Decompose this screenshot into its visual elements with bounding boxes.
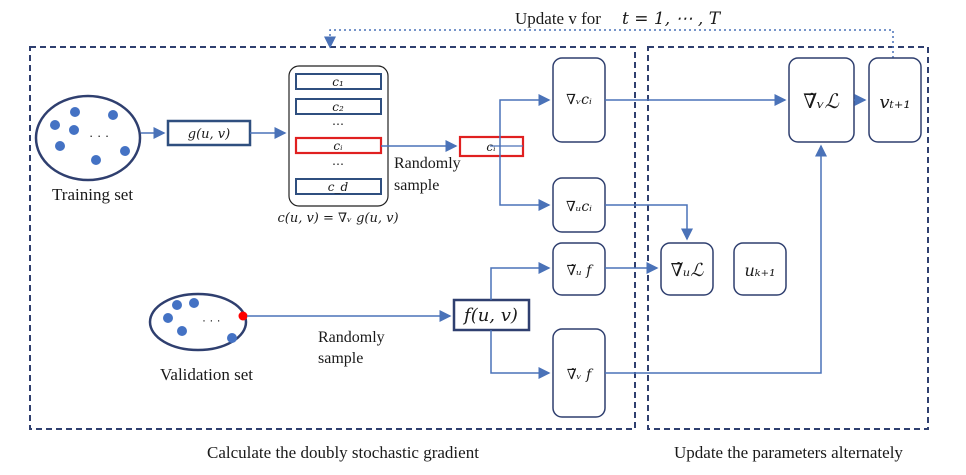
- u-next-label: uₖ₊₁: [745, 261, 776, 280]
- c2-label: c₂: [332, 100, 344, 114]
- training-set-points: [50, 107, 130, 165]
- u-next-box: [733, 242, 787, 296]
- grad-u-ci-label: ∇ᵤcᵢ: [566, 199, 592, 215]
- g-box: [166, 119, 252, 147]
- ci-label: cᵢ: [333, 139, 343, 153]
- c-ellipsis-2: ⋯: [332, 157, 344, 171]
- right-panel: [647, 46, 929, 430]
- arrow-to-grad-u-ci: [499, 146, 551, 211]
- training-point: [50, 120, 60, 130]
- validation-point: [172, 300, 182, 310]
- validation-ellipsis: · · ·: [202, 313, 221, 327]
- grad-u-f-label: ∇̃ᵤ f: [567, 263, 595, 279]
- cd-label: c_d: [328, 180, 349, 194]
- validation-point: [189, 298, 199, 308]
- training-point: [69, 125, 79, 135]
- randomly-sample-top-2: sample: [394, 177, 439, 194]
- c2-box: [295, 98, 382, 115]
- grad-u-L-label: ∇̃ᵤℒ: [671, 260, 705, 281]
- c-ellipsis-1: ⋯: [332, 117, 344, 131]
- training-point: [91, 155, 101, 165]
- c1-label: c₁: [332, 75, 344, 89]
- grad-v-L-label: ∇̃ᵥℒ: [803, 89, 839, 113]
- validation-set-label: Validation set: [160, 365, 253, 384]
- randomly-sample-top-1: Randomly: [394, 155, 461, 172]
- v-next-box: [868, 57, 922, 143]
- f-box-label: f(u, v): [462, 305, 518, 326]
- left-panel-caption: Calculate the doubly stochastic gradient: [207, 443, 479, 462]
- grad-u-L-box: [660, 242, 714, 296]
- validation-sample-point: [238, 311, 248, 321]
- training-ellipsis: · · ·: [89, 128, 109, 143]
- c-stack-caption: c(u, v) = ∇ᵥ g(u, v): [277, 211, 398, 226]
- training-point: [70, 107, 80, 117]
- training-point: [55, 141, 65, 151]
- v-next-label: vₜ₊₁: [879, 92, 910, 113]
- training-point: [120, 146, 130, 156]
- validation-point: [163, 313, 173, 323]
- training-set-label: Training set: [52, 185, 133, 204]
- cd-box: [295, 178, 382, 195]
- arrow-grad-u-ci-to-grad-u-L: [605, 204, 693, 241]
- validation-set-points: [163, 298, 237, 343]
- validation-point: [177, 326, 187, 336]
- top-update-math: t = 1, ⋯ , T: [622, 9, 722, 29]
- training-point: [108, 110, 118, 120]
- arrow-to-grad-v-ci: [499, 94, 551, 146]
- arrow-f-to-grad-v-f: [490, 330, 551, 379]
- randomly-sample-bottom-1: Randomly: [318, 329, 385, 346]
- training-set-ellipse: [34, 94, 142, 182]
- arrow-grad-v-f-to-grad-v-L: [605, 144, 827, 374]
- grad-v-ci-label: ∇ᵥcᵢ: [566, 92, 592, 108]
- grad-u-f-box: [552, 242, 606, 296]
- randomly-sample-bottom-2: sample: [318, 350, 363, 367]
- right-panel-caption: Update the parameters alternately: [674, 443, 903, 462]
- arrow-f-to-grad-u-f: [490, 262, 551, 300]
- top-update-label: Update v for: [515, 9, 601, 28]
- c1-box: [295, 73, 382, 90]
- update-loop-arrow: [324, 29, 894, 58]
- grad-v-f-label: ∇̃ᵥ f: [567, 367, 594, 383]
- validation-point: [227, 333, 237, 343]
- ci-sample-label: cᵢ: [486, 140, 496, 154]
- g-box-label: g(u, v): [188, 127, 230, 142]
